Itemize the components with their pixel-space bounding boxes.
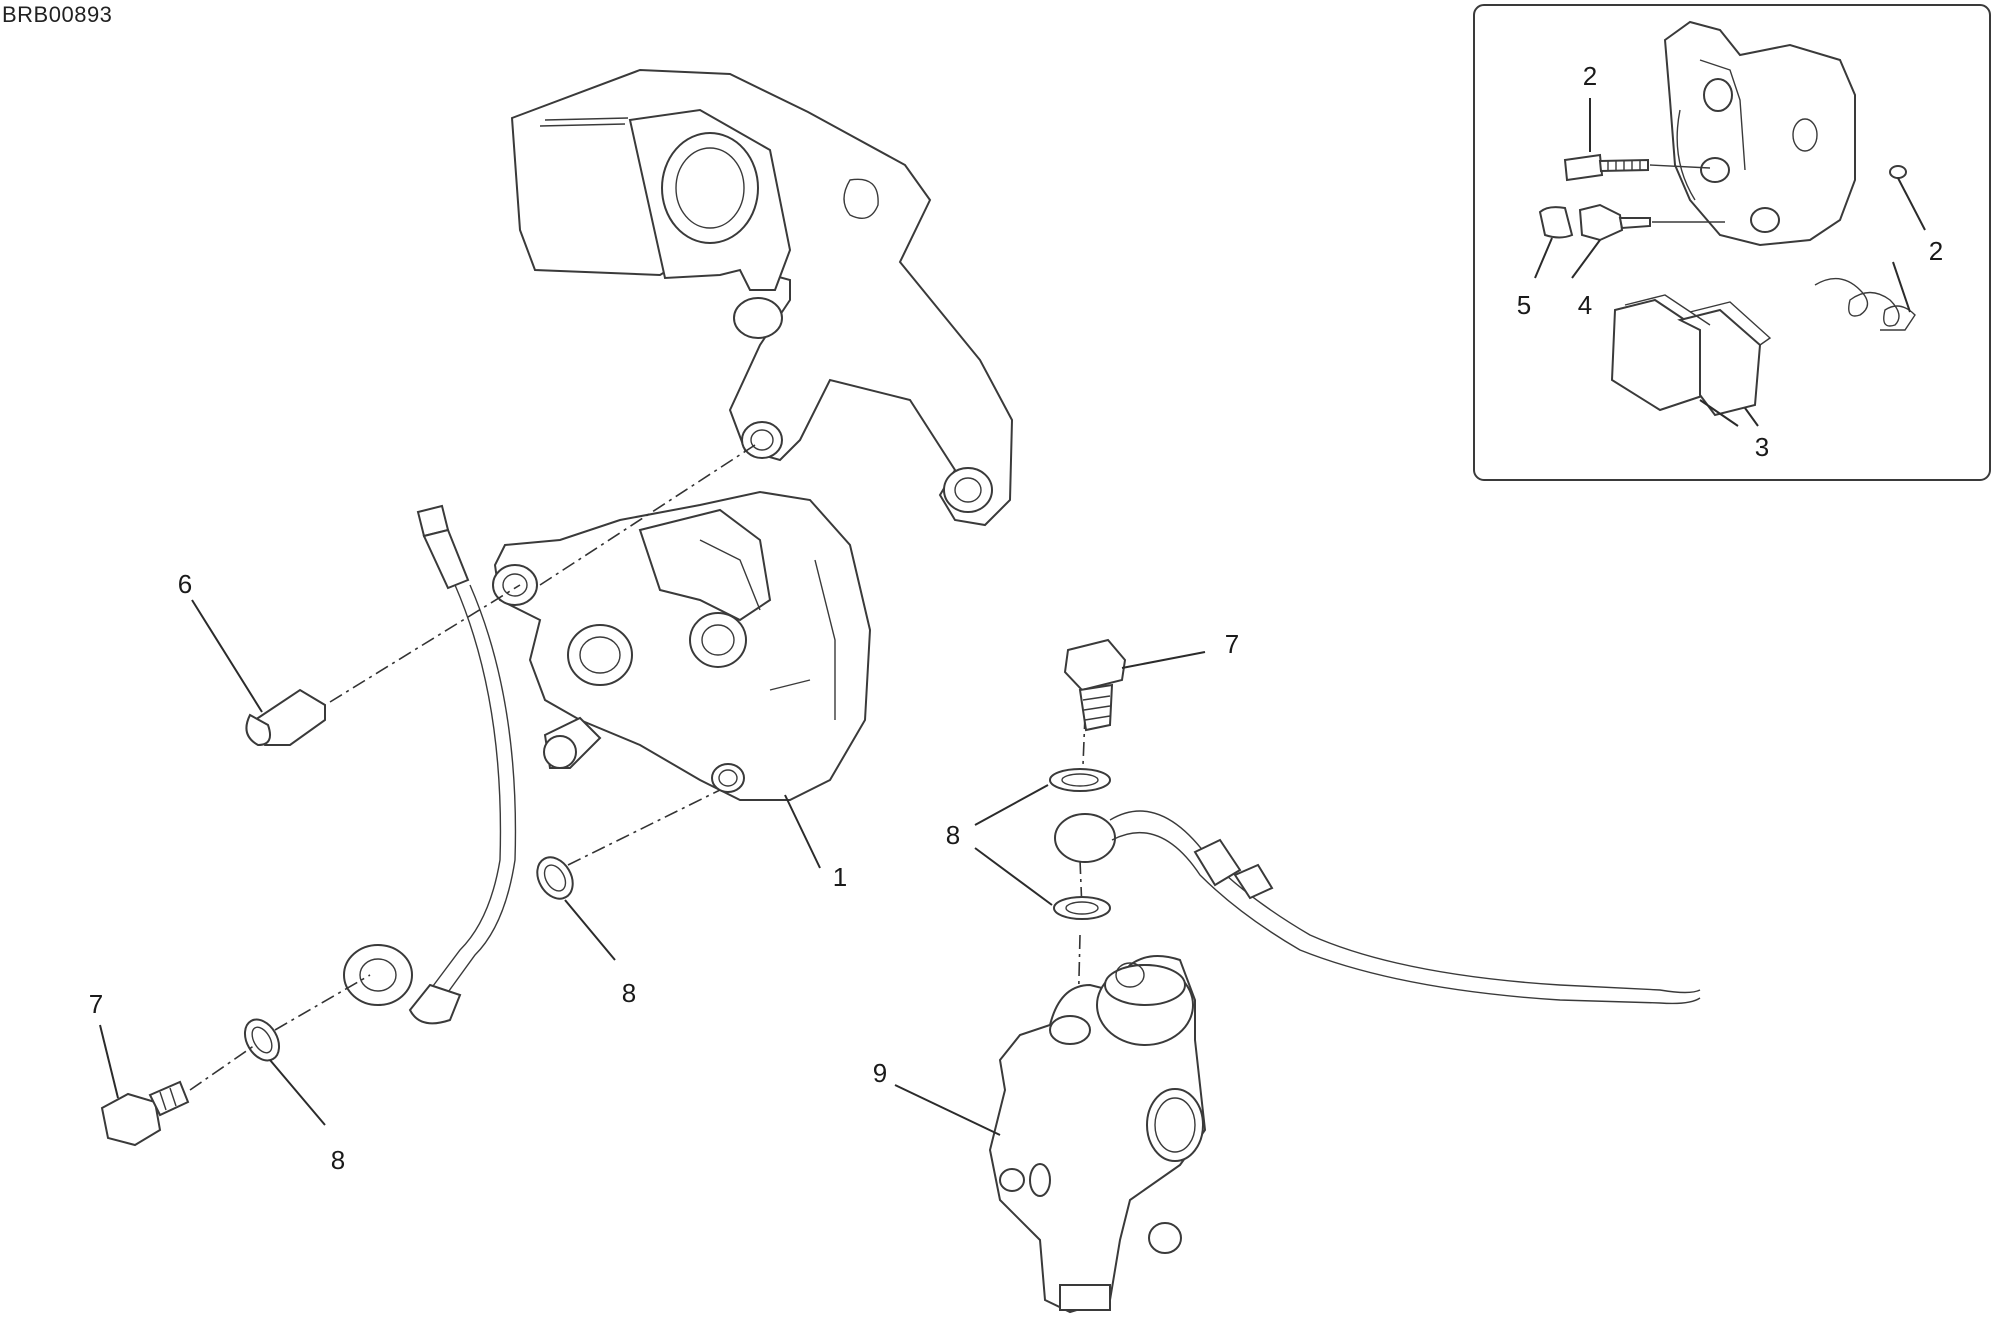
callout-8-washer-mid: 8 <box>622 978 636 1008</box>
brake-hose-right <box>1054 810 1701 1005</box>
callout-7-left: 7 <box>89 989 103 1019</box>
brake-hose-left <box>343 504 517 1025</box>
bolt-6 <box>245 688 326 747</box>
mounting-bracket <box>510 68 1014 527</box>
callout-labels: 6 1 8 7 8 7 8 9 <box>89 569 1239 1175</box>
washers-right <box>1049 768 1111 920</box>
callout-inset-4: 4 <box>1578 290 1592 320</box>
callout-inset-5: 5 <box>1517 290 1531 320</box>
master-cylinder <box>988 955 1207 1314</box>
callout-inset-3: 3 <box>1755 432 1769 462</box>
banjo-bolt-left <box>100 1080 190 1147</box>
washers-left <box>243 856 574 1062</box>
callout-9: 9 <box>873 1058 887 1088</box>
callout-inset-2-right: 2 <box>1929 236 1943 266</box>
leader-lines <box>99 599 1206 1136</box>
callout-inset-2-top: 2 <box>1583 61 1597 91</box>
inset-panel: 2 2 5 4 3 <box>1473 4 1991 481</box>
alignment-lines <box>189 444 1086 1091</box>
callout-6: 6 <box>178 569 192 599</box>
callout-8-washer-low: 8 <box>331 1145 345 1175</box>
callout-1: 1 <box>833 862 847 892</box>
callout-7-right: 7 <box>1225 629 1239 659</box>
banjo-bolt-right <box>1063 638 1127 732</box>
diagram-code: BRB00893 <box>2 2 113 27</box>
callout-8-right: 8 <box>946 820 960 850</box>
brake-caliper <box>492 490 872 801</box>
